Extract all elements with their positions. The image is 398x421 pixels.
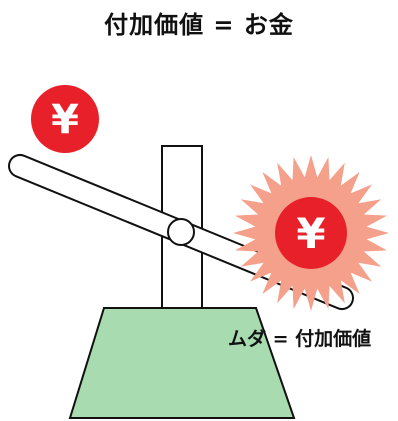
waste-equals-value-label: ムダ = 付加価値 [228,328,372,350]
yen-coin-right: ¥ [233,155,389,311]
yen-coin-right-symbol: ¥ [296,209,325,258]
diagram-title: 付加価値 = お金 [104,11,294,39]
pivot-icon [167,218,195,246]
yen-coin-icon [275,197,347,269]
yen-coin-icon [31,85,99,153]
yen-coin-left-symbol: ¥ [51,97,79,143]
seesaw-base [68,307,296,419]
yen-coin-left: ¥ [31,85,99,153]
